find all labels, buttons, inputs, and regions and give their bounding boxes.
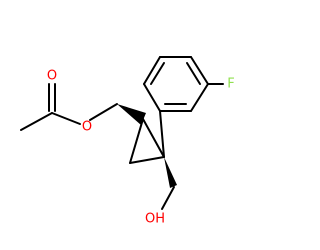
aromatic-double-2 — [186, 62, 201, 85]
bond-methyl-carbonyl — [20, 112, 53, 131]
bond-ring-aryl — [159, 110, 165, 158]
bond-ring-bottom — [129, 156, 165, 164]
wedge-bond-ch2-ring — [117, 104, 146, 125]
bond-ester-oxygen-ch2 — [89, 103, 118, 121]
bond-benzene-4 — [190, 56, 209, 85]
bond-benzene-2 — [143, 56, 161, 85]
bond-benzene-5 — [190, 83, 209, 112]
bond-ch2-hydroxyl — [161, 186, 175, 210]
structure-canvas: O O OH F — [20, 56, 235, 227]
bond-ring-left — [129, 118, 144, 164]
atom-hydroxyl: OH — [145, 212, 165, 227]
aromatic-double-1 — [150, 62, 165, 85]
molecule-diagram: O O OH F — [20, 56, 235, 227]
atom-carbonyl-oxygen: O — [47, 69, 57, 84]
bond-carbonyl-ester-oxygen — [51, 112, 81, 125]
wedge-bond-ring-ch2oh — [164, 157, 177, 188]
bond-benzene-1 — [143, 83, 161, 112]
bond-ring-top — [142, 118, 165, 158]
atom-fluorine: F — [227, 77, 234, 92]
atom-ester-oxygen: O — [82, 120, 92, 135]
